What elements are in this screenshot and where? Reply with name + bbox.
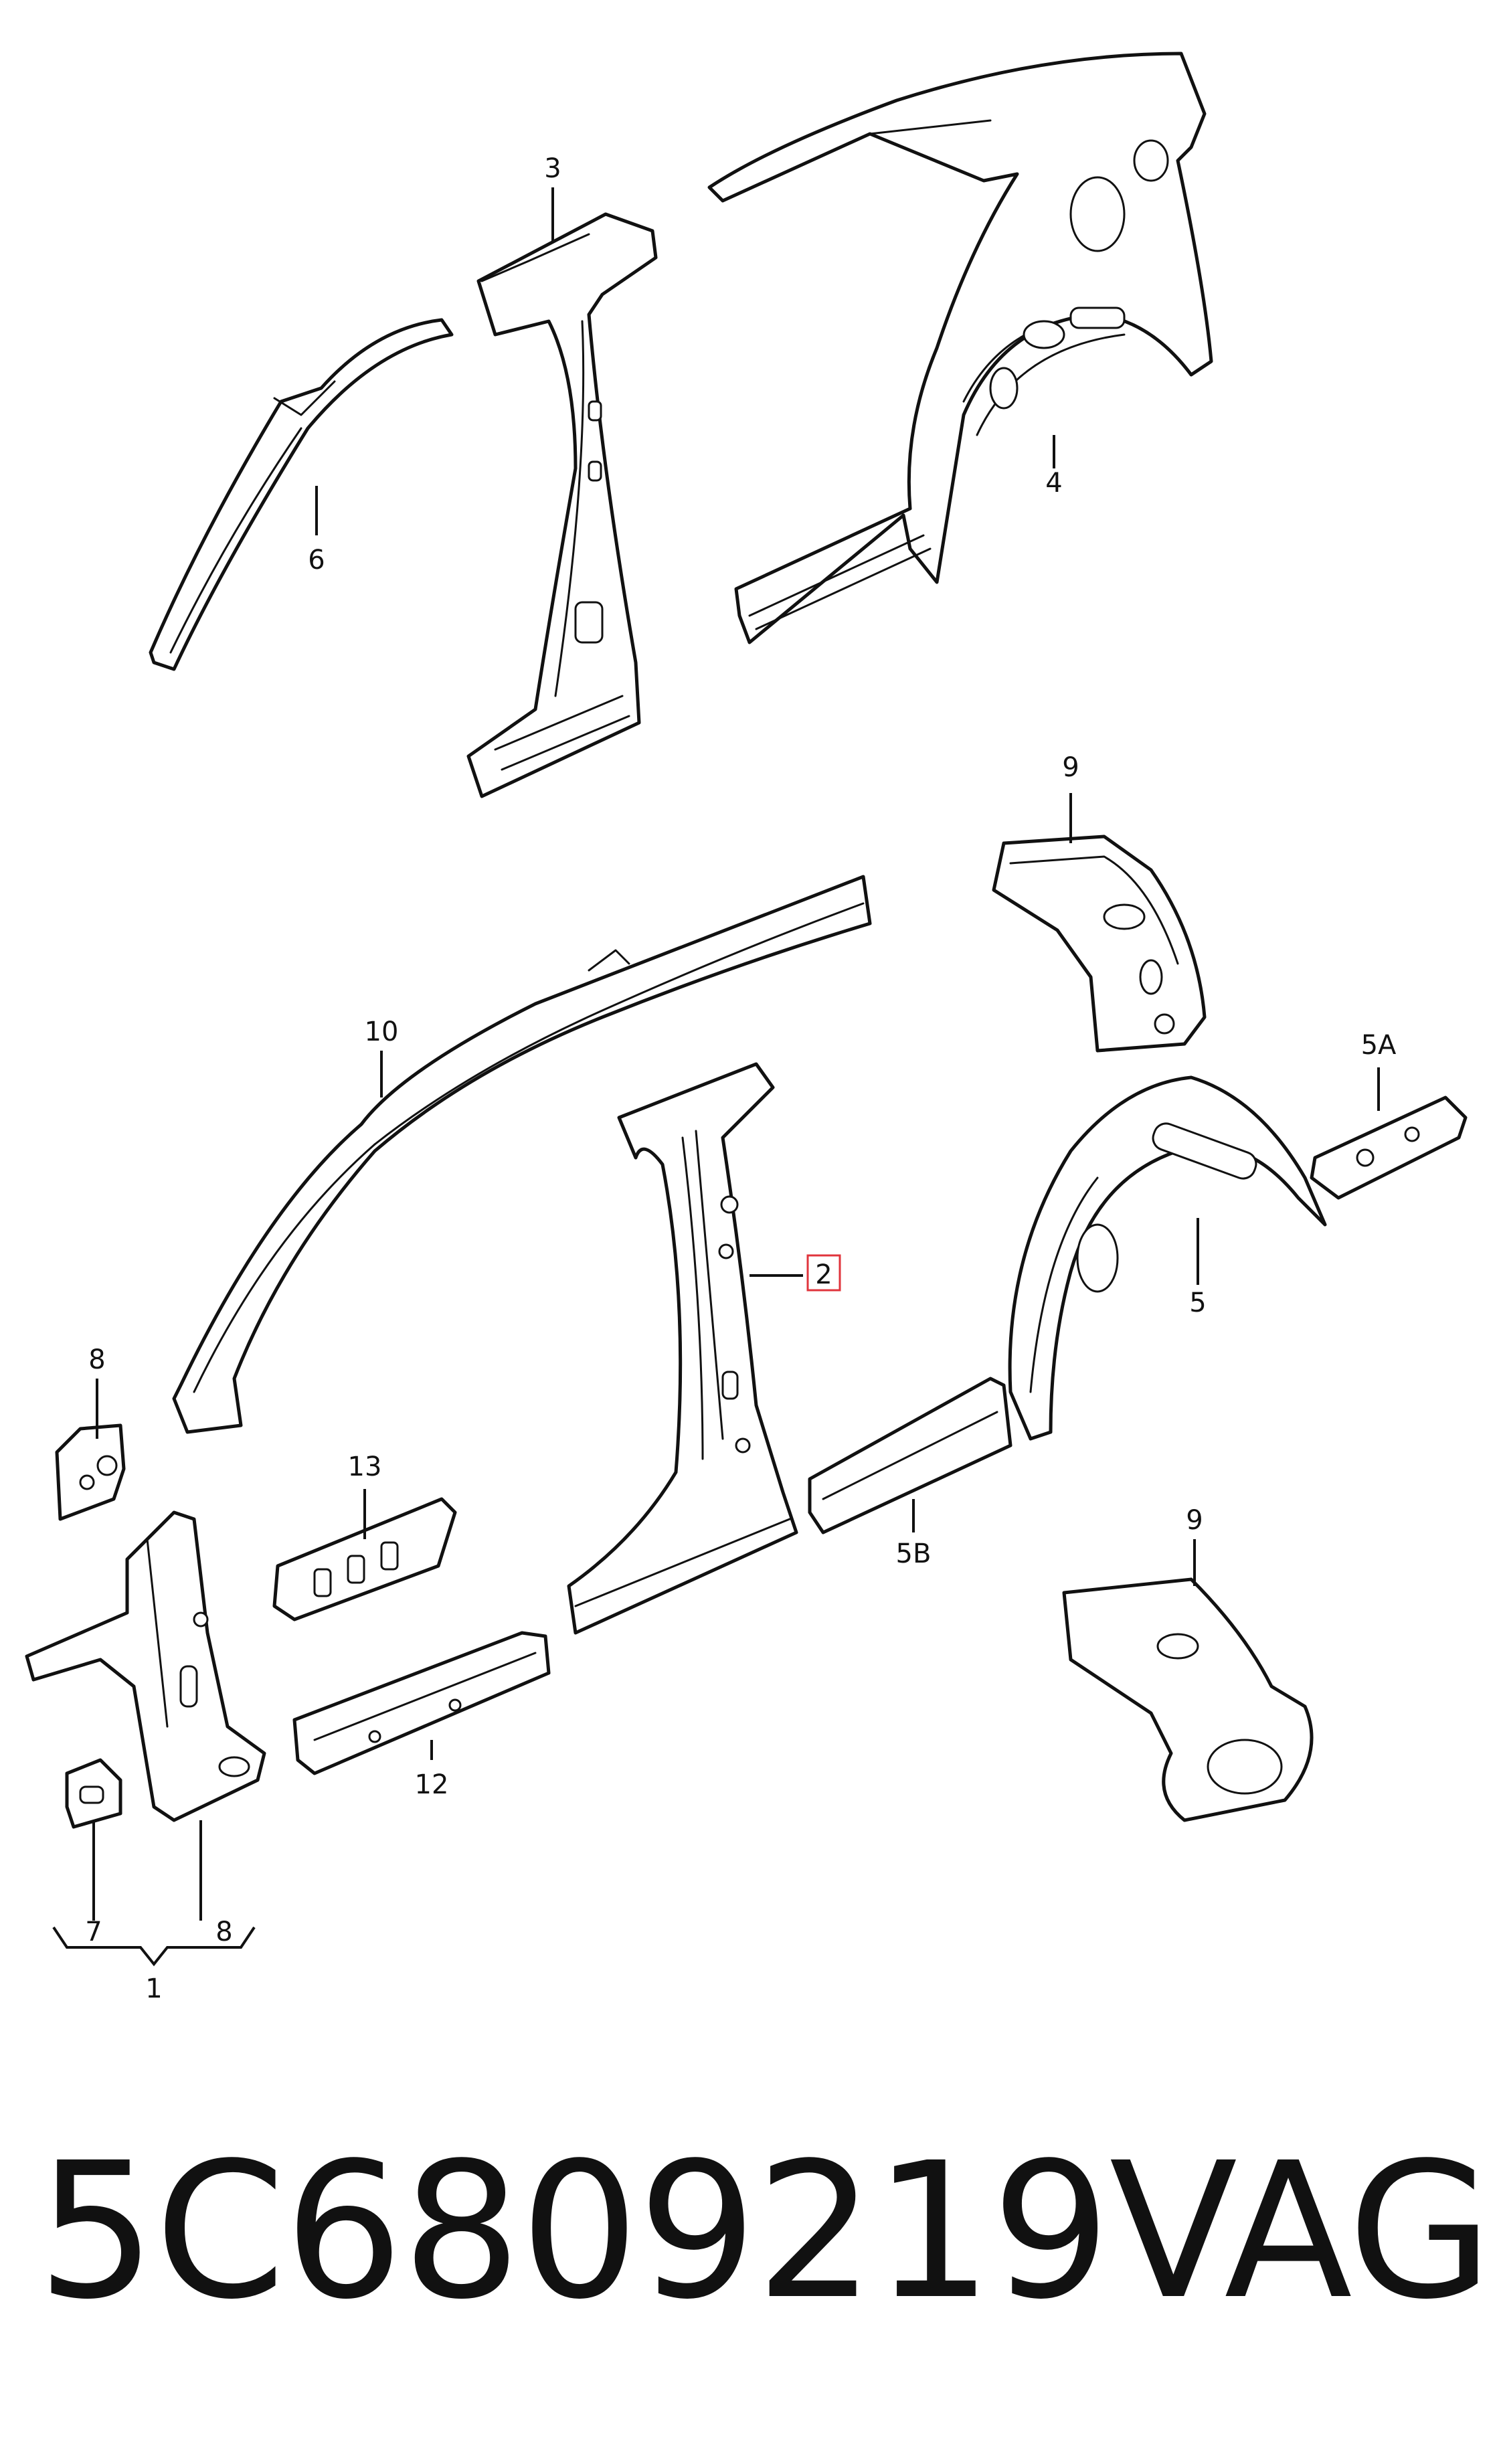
part-5a-bracket xyxy=(1310,1095,1468,1200)
callout-13: 13 xyxy=(348,1451,382,1482)
callout-7: 7 xyxy=(85,1917,102,1947)
part-8-hinge-pillar xyxy=(25,1510,266,1822)
callout-6: 6 xyxy=(308,545,325,576)
part-2-b-pillar-outer xyxy=(567,1062,798,1635)
part-12-sill xyxy=(292,1631,551,1775)
callout-3: 3 xyxy=(544,153,561,184)
part-9-upper-corner-bracket xyxy=(992,834,1207,1053)
brand-label: VAG xyxy=(1109,2123,1493,2341)
callout-8-bottom: 8 xyxy=(215,1917,232,1947)
callout-5b: 5B xyxy=(896,1538,932,1569)
callout-10: 10 xyxy=(365,1017,399,1047)
part-6-a-pillar-inner xyxy=(149,318,454,671)
part-13-stiffener xyxy=(272,1497,457,1621)
callout-2-highlight-box xyxy=(806,1254,841,1292)
part-5-wheelhouse-outer xyxy=(1008,1075,1327,1441)
callouts: 3 6 4 9 10 2 5A 5 8 13 5B 12 9 7 8 1 xyxy=(85,153,1397,2004)
part-5b-rear-sill-extension xyxy=(808,1377,1012,1534)
callout-1: 1 xyxy=(145,1973,162,2004)
part-10-roof-side-rail xyxy=(172,875,872,1434)
callout-9-bottom: 9 xyxy=(1186,1505,1203,1536)
callout-9-top: 9 xyxy=(1062,752,1079,783)
callout-12: 12 xyxy=(415,1769,449,1800)
part-8-small-bracket xyxy=(55,1423,126,1521)
part-7-bracket xyxy=(65,1758,122,1829)
callout-5: 5 xyxy=(1189,1288,1206,1318)
part-3-b-pillar-reinforcement xyxy=(466,212,658,798)
part-9-lower-closing-panel xyxy=(1062,1577,1314,1822)
callout-2: 2 xyxy=(815,1259,832,1290)
footer: 5C6809219 VAG xyxy=(37,2121,1493,2342)
callout-5a: 5A xyxy=(1361,1030,1397,1061)
leader-lines xyxy=(52,187,1380,1967)
callout-8-top: 8 xyxy=(88,1344,105,1375)
part-4-rear-quarter-inner xyxy=(707,52,1213,644)
callout-4: 4 xyxy=(1045,468,1062,499)
part-number: 5C6809219 xyxy=(37,2123,1111,2341)
